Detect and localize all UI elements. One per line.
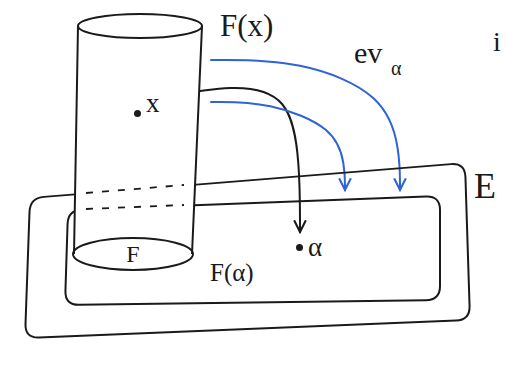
cylinder-top (78, 14, 202, 38)
cylinder-body (74, 26, 202, 254)
fibre-region-outline (60, 190, 450, 310)
point-marker: α (296, 234, 322, 261)
point-arrow (163, 88, 301, 232)
plane-region: αF(α)E (18, 160, 473, 350)
fibre-region: αF(α) (60, 190, 450, 310)
plane-region-outline (18, 160, 473, 350)
region-outline (25, 164, 469, 337)
cylinder-side (74, 26, 202, 254)
cylinder-shape: FxF(x) (72, 10, 207, 275)
point-marker: x (134, 90, 160, 117)
region-outline (65, 197, 440, 305)
node-label: F (126, 242, 139, 266)
node-label: x (146, 90, 160, 117)
evaluation-arrow (211, 60, 400, 190)
base-ellipse: F (72, 236, 194, 272)
map-subscript: α (391, 58, 401, 78)
ellipse-outline (73, 238, 193, 270)
cylinder-shape-outline (72, 10, 207, 275)
point-dot (296, 244, 303, 251)
node-label: F(α) (210, 260, 254, 285)
evaluation-arrow (211, 102, 345, 190)
node-label: F(x) (220, 10, 273, 41)
map-name: ev (354, 38, 382, 68)
hidden-edge (86, 185, 184, 209)
point-dot (134, 110, 141, 117)
node-label: E (474, 168, 496, 204)
node-label: α (308, 234, 322, 261)
cut-text: i (493, 28, 501, 56)
